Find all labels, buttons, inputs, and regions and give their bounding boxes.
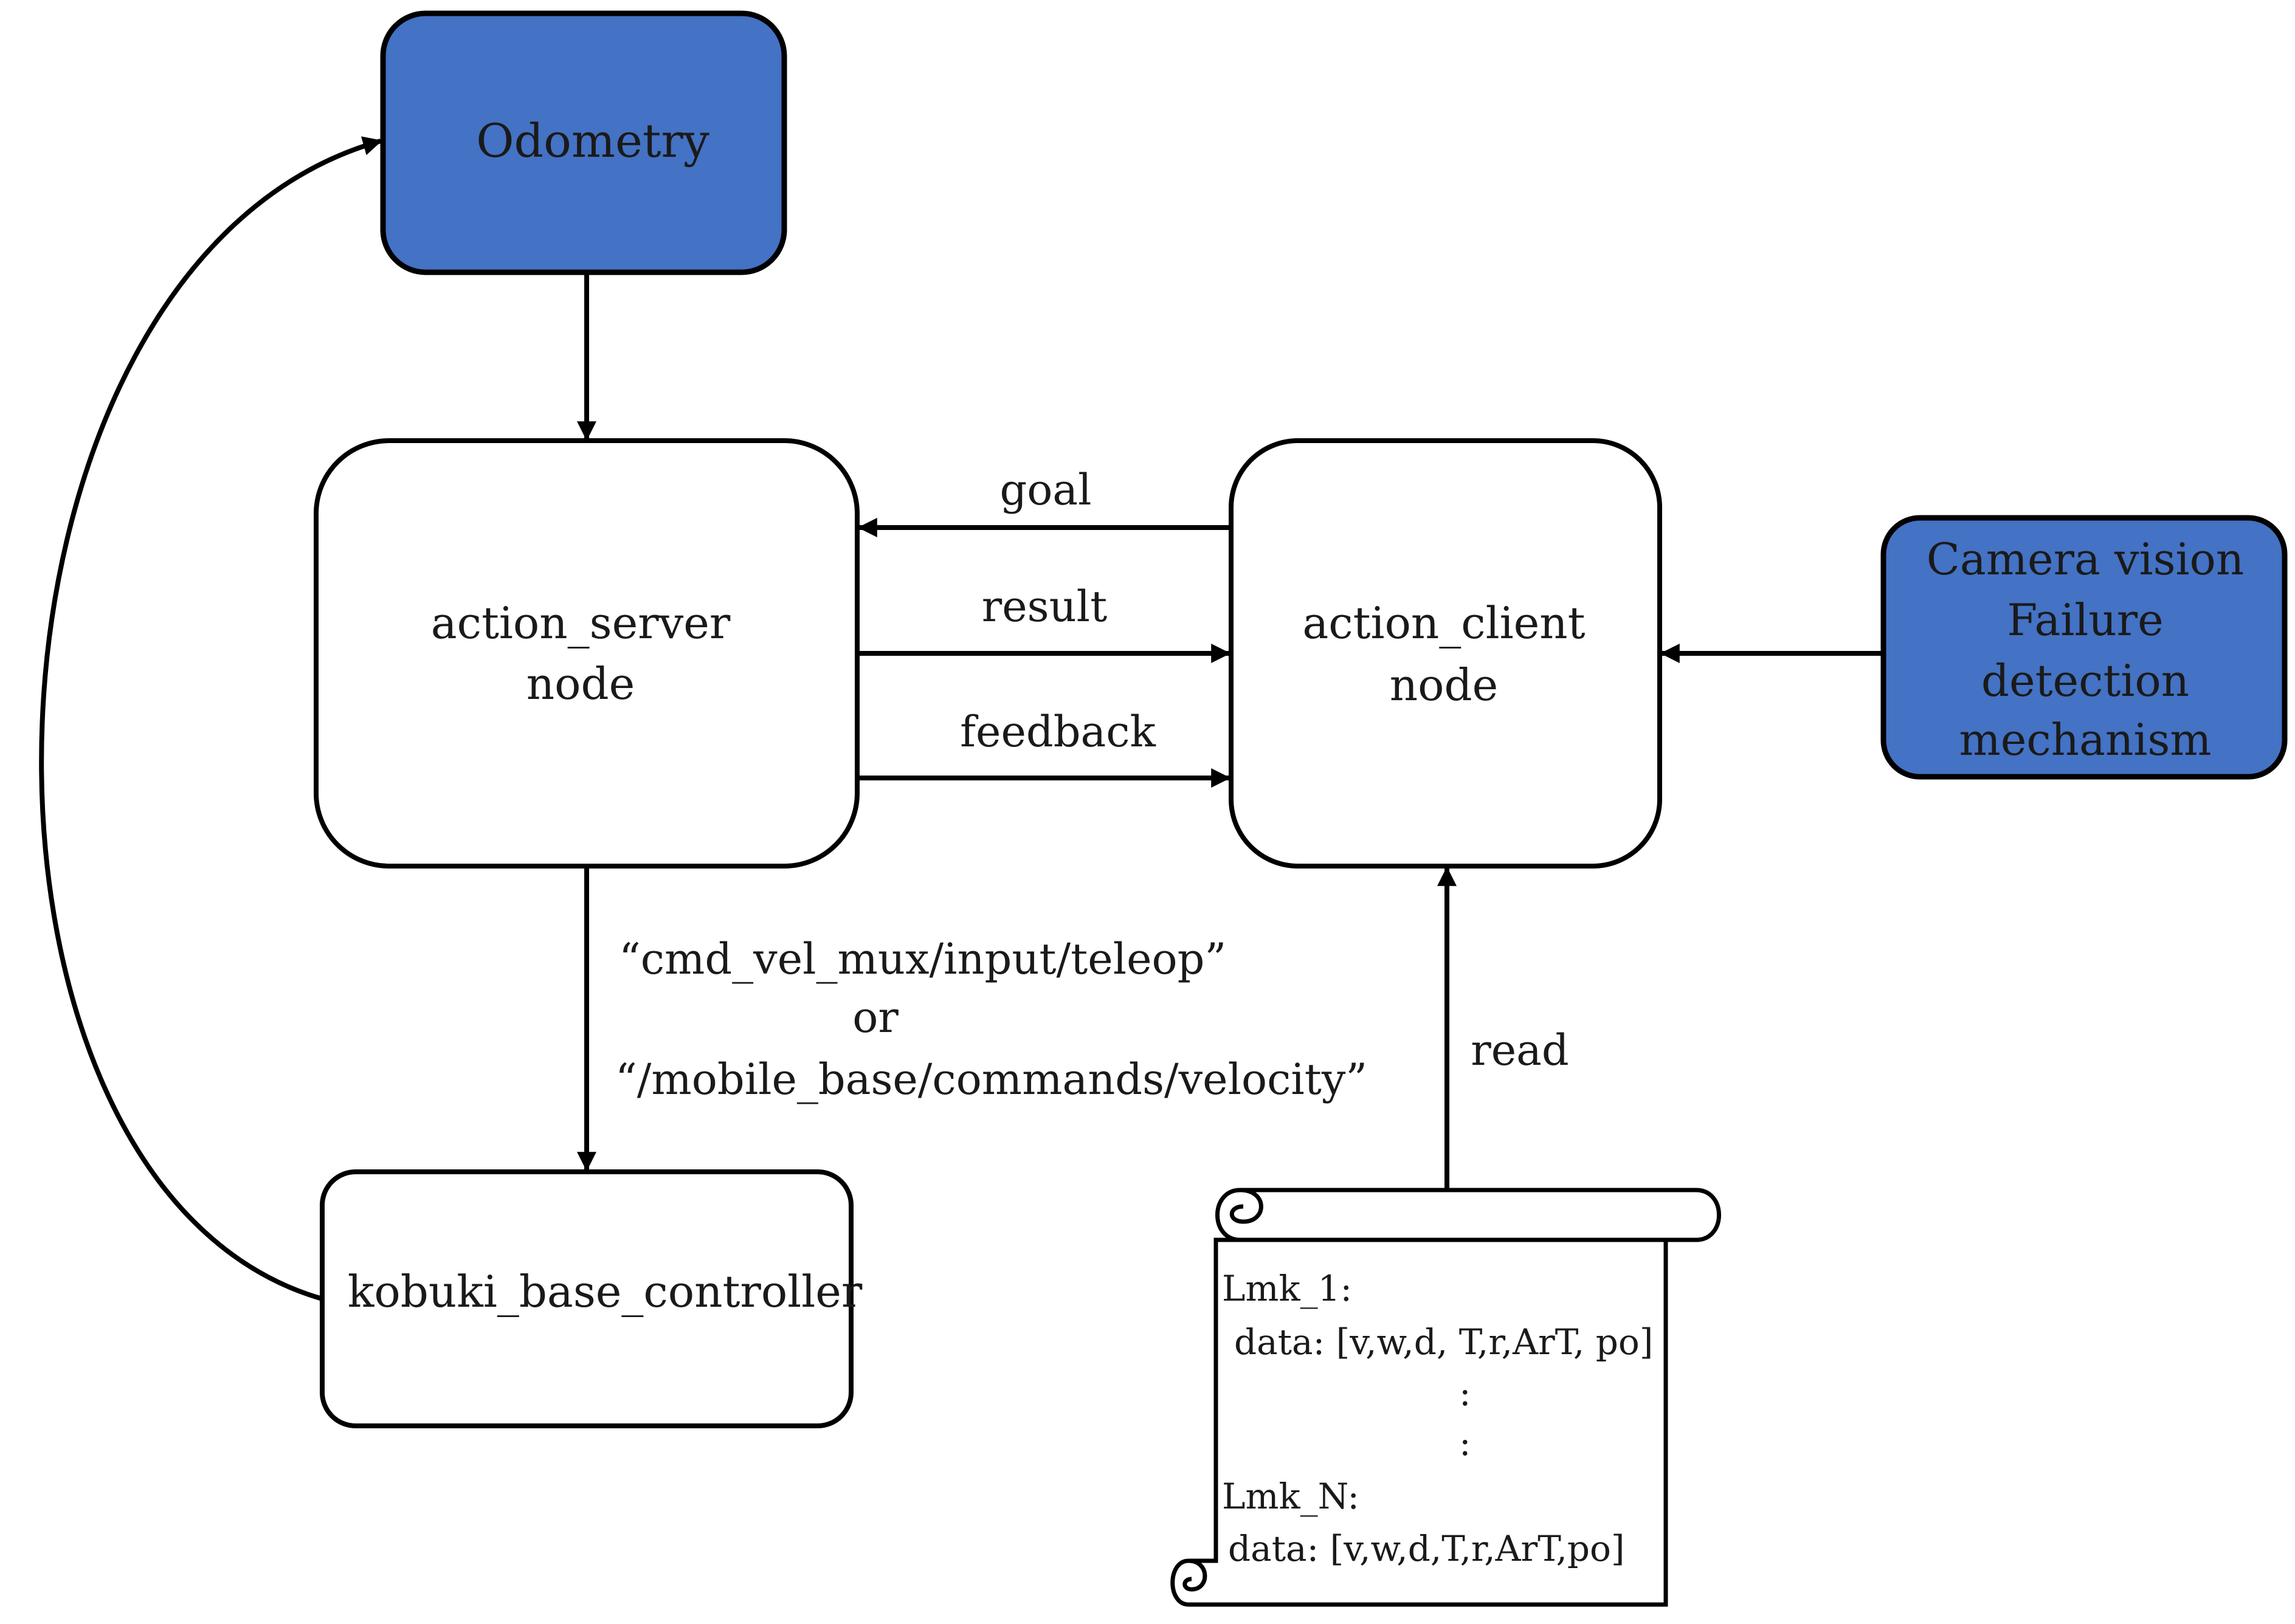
scroll-dot1: : (1459, 1372, 1471, 1414)
action-client-label-line1: action_client (1302, 597, 1585, 649)
action-client-label-line2: node (1390, 659, 1498, 710)
scroll-dataN: data: [v,w,d,T,r,ArT,po] (1228, 1528, 1625, 1569)
edge-kobuki-to-odometry (39, 136, 383, 1301)
camera-failure-box (1880, 515, 2288, 780)
scroll-dot2: : (1459, 1422, 1471, 1464)
topic-label-line1: “cmd_vel_mux/input/teleop” (619, 934, 1226, 984)
action-server-label-line2: node (526, 658, 635, 709)
landmark-data-scroll (1170, 1188, 1721, 1607)
feedback-label: feedback (960, 707, 1156, 757)
scroll-data1: data: [v,w,d, T,r,ArT, po] (1234, 1321, 1653, 1363)
read-label: read (1471, 1025, 1569, 1075)
camera-label-line2: Failure (2007, 594, 2163, 645)
camera-label-line4: mechanism (1959, 714, 2211, 765)
action-server-label-line1: action_server (431, 597, 731, 649)
odometry-box (380, 10, 787, 275)
scroll-lmk1: Lmk_1: (1222, 1268, 1352, 1309)
topic-label-line2: “/mobile_base/commands/velocity” (615, 1055, 1367, 1104)
odometry-label: Odometry (476, 114, 709, 168)
action-client-box (1229, 438, 1662, 869)
topic-label-or: or (852, 993, 899, 1042)
goal-label: goal (999, 465, 1091, 515)
camera-label-line3: detection (1981, 655, 2189, 706)
scroll-lmkN: Lmk_N: (1222, 1476, 1359, 1517)
result-label: result (982, 582, 1107, 631)
action-server-box (314, 438, 860, 869)
camera-label-line1: Camera vision (1927, 534, 2245, 585)
kobuki-label: kobuki_base_controller (348, 1266, 863, 1317)
